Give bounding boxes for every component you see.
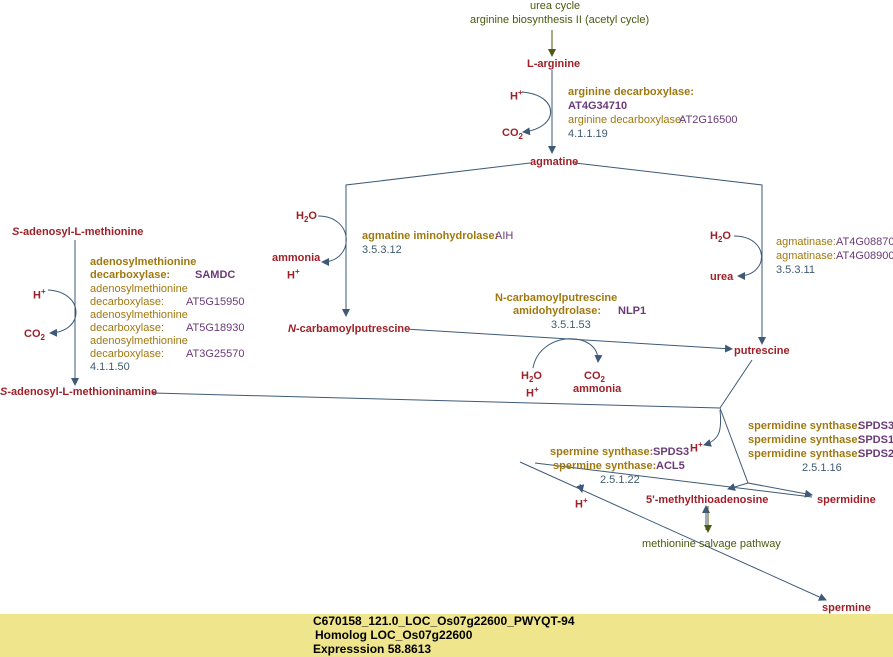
enzyme-adc-2[interactable]: arginine decarboxylase: <box>568 114 685 126</box>
edge-agmatinase-side <box>733 235 762 280</box>
edge-samine <box>152 392 721 409</box>
footer-homolog: Homolog LOC_Os07g22600 <box>315 628 473 642</box>
enzyme-spds[interactable]: spermidine synthase: <box>748 420 862 432</box>
edge-adc-side <box>521 91 551 136</box>
edge-spds-mta <box>727 482 749 491</box>
link-methionine-salvage[interactable]: methionine salvage pathway <box>642 538 781 550</box>
enzyme-spds[interactable]: spermidine synthase: <box>748 448 862 460</box>
edge-aih <box>342 162 531 317</box>
footer-id: C670158_121.0_LOC_Os07g22600_PWYQT-94 <box>313 614 575 628</box>
metabolite-h-plus[interactable]: H+ <box>33 287 46 302</box>
enzyme-samdc-l1[interactable]: adenosylmethionine <box>90 256 197 268</box>
enzyme-spds[interactable]: spermidine synthase: <box>748 434 862 446</box>
footer-expression: Expresssion 58.8613 <box>313 642 432 656</box>
edge-spms-h <box>576 483 585 493</box>
enzyme-samdc-l2[interactable]: decarboxylase: <box>90 269 171 281</box>
metabolite-spermine[interactable]: spermine <box>822 602 871 614</box>
metabolite-h-plus[interactable]: H+ <box>287 267 300 282</box>
metabolite-h-plus[interactable]: H+ <box>526 385 539 400</box>
link-arginine-biosynthesis[interactable]: arginine biosynthesis II (acetyl cycle) <box>470 14 650 26</box>
metabolite-l-arginine[interactable]: L-arginine <box>527 58 581 70</box>
metabolite-h-plus[interactable]: H+ <box>510 88 523 103</box>
gene-adc[interactable]: AT4G34710 <box>568 100 628 112</box>
metabolite-ammonia[interactable]: ammonia <box>573 383 622 395</box>
ec-spms[interactable]: 2.5.1.22 <box>600 474 640 486</box>
enzyme-nlp-l1[interactable]: N-carbamoylputrescine <box>495 292 618 304</box>
enzyme-nlp-l2[interactable]: amidohydrolase: <box>513 305 602 317</box>
ec-adc[interactable]: 4.1.1.19 <box>568 128 608 140</box>
metabolite-ammonia[interactable]: ammonia <box>272 252 321 264</box>
metabolite-co2[interactable]: CO2 <box>584 370 605 385</box>
ec-spds[interactable]: 2.5.1.16 <box>802 462 842 474</box>
metabolite-putrescine[interactable]: putrescine <box>734 345 790 357</box>
gene-spms[interactable]: SPDS3 <box>653 446 690 458</box>
edge-spds-h <box>703 409 722 447</box>
edge-putrescine <box>719 359 753 409</box>
metabolite-urea[interactable]: urea <box>710 271 734 283</box>
edge-nlp-side <box>532 338 603 369</box>
pathway-edges <box>47 30 827 601</box>
enzyme-spms[interactable]: spermine synthase: <box>550 446 654 458</box>
enzyme-samdc-other[interactable]: adenosylmethionine <box>90 309 188 321</box>
enzyme-spms[interactable]: spermine synthase: <box>553 460 657 472</box>
gene-samdc-other[interactable]: AT3G25570 <box>186 348 245 360</box>
gene-samdc[interactable]: SAMDC <box>195 269 236 281</box>
enzyme-agmatinase-2[interactable]: agmatinase: <box>776 250 836 262</box>
enzyme-samdc-other[interactable]: adenosylmethionine <box>90 335 188 347</box>
metabolite-co2[interactable]: CO2 <box>24 328 45 343</box>
gene-adc-2[interactable]: AT2G16500 <box>679 114 738 126</box>
metabolite-h2o[interactable]: H2O <box>521 370 542 385</box>
gene-agmatinase-2[interactable]: AT4G08900 <box>836 250 893 262</box>
metabolite-agmatine[interactable]: agmatine <box>530 156 579 168</box>
ec-nlp[interactable]: 3.5.1.53 <box>551 319 591 331</box>
prefix: S <box>0 386 8 398</box>
link-urea-cycle[interactable]: urea cycle <box>530 0 581 12</box>
edge-samdc-side <box>47 289 77 337</box>
gene-samdc-other[interactable]: AT5G18930 <box>186 322 245 334</box>
name: -adenosyl-L-methionine <box>19 226 144 238</box>
name: -adenosyl-L-methioninamine <box>7 386 158 398</box>
metabolite-h2o[interactable]: H2O <box>296 210 317 225</box>
edge-aih-side <box>317 215 347 266</box>
enzyme-adc[interactable]: arginine decarboxylase: <box>568 86 694 98</box>
metabolite-sam[interactable]: S-adenosyl-L-methionine <box>12 226 143 239</box>
gene-samdc-other[interactable]: AT5G15950 <box>186 296 245 308</box>
metabolite-h2o[interactable]: H2O <box>710 230 731 245</box>
gene-spds[interactable]: SPDS2 <box>858 448 893 460</box>
enzyme-aih[interactable]: agmatine iminohydrolase: <box>362 230 499 242</box>
info-footer: C670158_121.0_LOC_Os07g22600_PWYQT-94 Ho… <box>0 614 893 657</box>
metabolite-n-carbamoylputrescine[interactable]: N-carbamoylputrescine <box>288 323 410 336</box>
ec-samdc[interactable]: 4.1.1.50 <box>90 361 130 373</box>
metabolite-mta[interactable]: 5'-methylthioadenosine <box>646 494 769 506</box>
ec-aih[interactable]: 3.5.3.12 <box>362 244 402 256</box>
gene-spms[interactable]: ACL5 <box>656 460 685 472</box>
prefix: N <box>288 323 296 335</box>
gene-spds[interactable]: SPDS1 <box>858 434 893 446</box>
enzyme-agmatinase[interactable]: agmatinase: <box>776 236 836 248</box>
gene-nlp[interactable]: NLP1 <box>618 305 647 317</box>
edge-agmatinase <box>574 162 766 345</box>
metabolite-co2[interactable]: CO2 <box>502 127 523 142</box>
enzyme-samdc-other[interactable]: decarboxylase: <box>90 322 164 334</box>
gene-aih[interactable]: AIH <box>495 230 514 242</box>
edge-spermine <box>519 461 827 601</box>
enzyme-samdc-other[interactable]: decarboxylase: <box>90 296 164 308</box>
metabolite-h-plus[interactable]: H+ <box>690 440 703 455</box>
enzyme-samdc-other[interactable]: decarboxylase: <box>90 348 164 360</box>
edge-spms-a <box>534 462 813 498</box>
gene-agmatinase[interactable]: AT4G08870 <box>836 236 893 248</box>
metabolite-spermidine[interactable]: spermidine <box>817 494 876 506</box>
ec-agmatinase[interactable]: 3.5.3.11 <box>776 264 815 276</box>
prefix: S <box>12 226 20 238</box>
metabolite-h-plus[interactable]: H+ <box>575 496 588 511</box>
metabolite-s-adenosyl-methioninamine[interactable]: S-adenosyl-L-methioninamine <box>0 386 157 399</box>
name: -carbamoylputrescine <box>295 323 411 335</box>
gene-spds[interactable]: SPDS3 <box>858 420 893 432</box>
enzyme-samdc-other[interactable]: adenosylmethionine <box>90 283 188 295</box>
